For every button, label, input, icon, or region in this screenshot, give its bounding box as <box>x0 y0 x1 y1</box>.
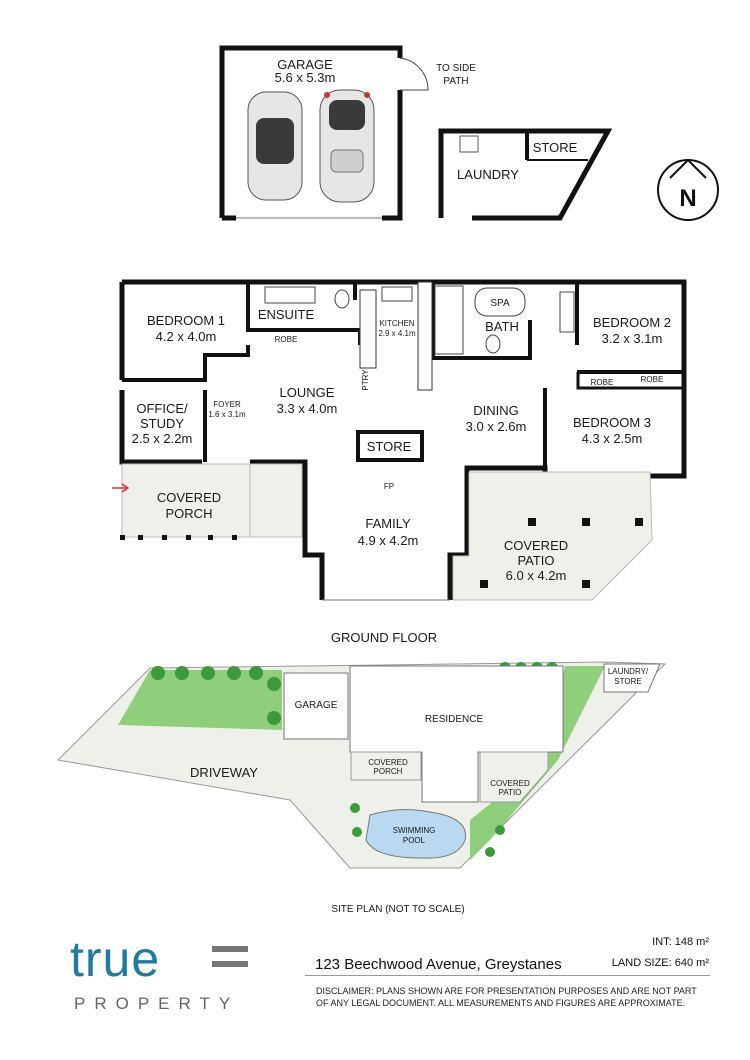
bedroom2-size: 3.2 x 3.1m <box>602 331 663 346</box>
brand-equals-icon <box>212 946 248 976</box>
brand-logo-word: true <box>70 931 161 987</box>
site-driveway-label: DRIVEWAY <box>190 765 258 780</box>
internal-area: INT: 148 m² <box>652 936 709 948</box>
store-box <box>356 430 424 462</box>
bathtub-icon <box>434 285 464 355</box>
lawn-area <box>118 670 282 730</box>
robe2b-label: ROBE <box>641 375 664 384</box>
site-residence-label: RESIDENCE <box>425 714 484 725</box>
side-path-label-2: PATH <box>443 76 468 87</box>
floor-plan: GARAGE 5.6 x 5.3m TO SIDE PATH LAUNDRY S… <box>56 45 719 915</box>
compass-n: N <box>679 185 696 212</box>
dining-label: DINING <box>473 403 519 418</box>
site-plan: GARAGE RESIDENCE LAUNDRY/ STORE DRIVEWAY… <box>56 661 667 915</box>
covered-patio-area <box>452 471 653 601</box>
site-patio-label-2: PATIO <box>499 788 522 797</box>
site-garage-label: GARAGE <box>295 700 338 711</box>
toilet-icon <box>485 334 501 354</box>
store-label: STORE <box>367 439 412 454</box>
lounge-label: LOUNGE <box>280 385 335 400</box>
site-patio-label-1: COVERED <box>490 779 530 788</box>
toilet-icon <box>334 289 350 309</box>
kitchen-size: 2.9 x 4.1m <box>378 329 416 338</box>
pantry-label: PTRY <box>361 369 370 391</box>
north-compass: N <box>657 158 719 221</box>
laundry-block: LAUNDRY STORE <box>438 128 613 221</box>
fp-label: FP <box>384 482 394 491</box>
garage-block: GARAGE 5.6 x 5.3m TO SIDE PATH <box>219 45 476 221</box>
office-label-1: OFFICE/ <box>136 401 188 416</box>
disclaimer: DISCLAIMER: PLANS SHOWN ARE FOR PRESENTA… <box>316 986 697 1008</box>
side-path-label-1: TO SIDE <box>436 63 476 74</box>
covered-porch-area <box>121 463 303 538</box>
site-laundry-label-2: STORE <box>614 677 641 686</box>
car-icon <box>247 91 303 201</box>
kitchen-sink-icon <box>381 286 413 302</box>
basin-icon <box>559 291 575 333</box>
robe2a-label: ROBE <box>591 378 614 387</box>
store-top-label: STORE <box>533 140 578 155</box>
patio-size: 6.0 x 4.2m <box>506 568 567 583</box>
sink-icon <box>459 135 479 153</box>
bedroom1-label: BEDROOM 1 <box>147 313 225 328</box>
patio-label-2: PATIO <box>517 553 554 568</box>
bedroom1-size: 4.2 x 4.0m <box>156 329 217 344</box>
foyer-size: 1.6 x 3.1m <box>208 410 246 419</box>
house-walls <box>119 279 687 601</box>
land-size: LAND SIZE: 640 m² <box>611 957 709 969</box>
garage-size: 5.6 x 5.3m <box>275 70 336 85</box>
site-laundry-label-1: LAUNDRY/ <box>608 667 649 676</box>
bedroom3-label: BEDROOM 3 <box>573 415 651 430</box>
bedroom3-size: 4.3 x 2.5m <box>582 431 643 446</box>
family-label: FAMILY <box>365 516 411 531</box>
patio-posts <box>480 518 643 588</box>
ensuite-label: ENSUITE <box>258 307 315 322</box>
lounge-size: 3.3 x 4.0m <box>277 401 338 416</box>
spa-label: SPA <box>490 298 510 309</box>
car-icon <box>319 89 375 203</box>
pool-label-1: SWIMMING <box>393 826 436 835</box>
porch-label-1: COVERED <box>157 490 221 505</box>
footer-divider <box>305 975 710 976</box>
site-plan-caption: SITE PLAN (NOT TO SCALE) <box>331 904 464 915</box>
pool-label-2: POOL <box>403 836 426 845</box>
family-size: 4.9 x 4.2m <box>358 533 419 548</box>
kitchen-label: KITCHEN <box>379 319 414 328</box>
dining-size: 3.0 x 2.6m <box>466 419 527 434</box>
office-label-2: STUDY <box>140 416 184 431</box>
patio-label-1: COVERED <box>504 538 568 553</box>
bath-label: BATH <box>485 319 519 334</box>
porch-label-2: PORCH <box>166 506 213 521</box>
vanity-icon <box>264 286 316 304</box>
garage-label: GARAGE <box>277 57 333 72</box>
spa-icon <box>474 287 526 317</box>
site-porch-label-2: PORCH <box>374 767 403 776</box>
bedroom2-label: BEDROOM 2 <box>593 315 671 330</box>
property-address: 123 Beechwood Avenue, Greystanes <box>315 956 562 973</box>
site-porch-label-1: COVERED <box>368 758 408 767</box>
brand-logo-sub: PROPERTY <box>74 994 240 1013</box>
ground-floor-caption: GROUND FLOOR <box>331 630 437 645</box>
foyer-label: FOYER <box>213 400 241 409</box>
laundry-label: LAUNDRY <box>457 167 519 182</box>
pool-shape <box>365 809 467 859</box>
office-size: 2.5 x 2.2m <box>132 431 193 446</box>
robe-label: ROBE <box>275 335 298 344</box>
